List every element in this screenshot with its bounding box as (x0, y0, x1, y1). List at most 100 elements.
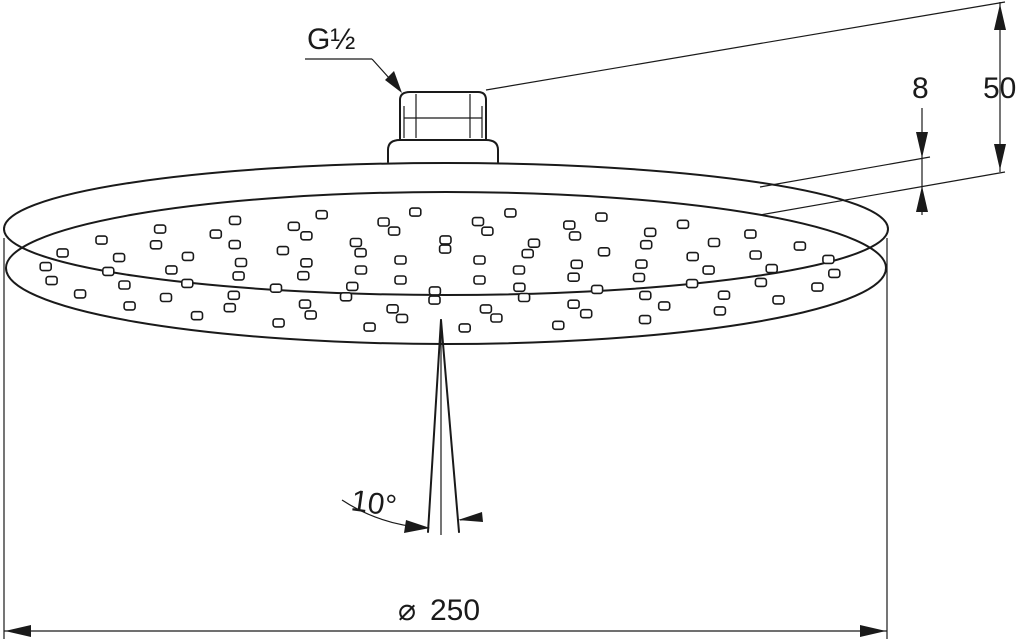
overall-height-label: 50 (983, 72, 1016, 105)
nozzle (272, 318, 285, 328)
nozzle (181, 251, 195, 262)
nozzle (479, 304, 493, 314)
spray-plate (5, 191, 887, 345)
nozzle (45, 275, 58, 286)
nozzle (570, 259, 584, 270)
nozzle (635, 259, 648, 269)
nozzle (377, 217, 390, 227)
nozzle (56, 248, 69, 258)
nozzle (190, 310, 204, 321)
nozzle (300, 257, 313, 268)
nozzle (439, 235, 452, 245)
nozzle (822, 254, 835, 265)
overall-height-dimension: 50 (485, 1, 1016, 216)
nozzle (395, 313, 409, 324)
nozzle (118, 280, 131, 290)
nozzle (590, 284, 604, 295)
nozzle (481, 226, 494, 236)
nozzle (686, 251, 700, 262)
nozzle (512, 265, 526, 275)
nozzle (643, 227, 657, 238)
nozzle (517, 292, 531, 303)
nozzle (123, 301, 136, 311)
nozzle (772, 295, 785, 305)
nozzle (102, 266, 115, 277)
nozzle (504, 208, 517, 218)
nozzle (394, 275, 407, 285)
nozzle (597, 247, 611, 257)
diameter-dimension: ⌀ 250 (4, 594, 887, 637)
nozzle (567, 272, 580, 283)
nozzle (269, 283, 283, 294)
connector-height-dimension: 8 (759, 72, 931, 215)
diameter-symbol: ⌀ (398, 594, 416, 627)
nozzle (632, 272, 646, 283)
nozzle (234, 257, 248, 268)
nozzle (339, 291, 353, 302)
nozzle (408, 207, 422, 217)
spray-angle-label: 10° (349, 484, 399, 523)
nozzle (394, 255, 407, 265)
nozzle (228, 215, 242, 226)
nozzle (232, 271, 245, 281)
nozzle (490, 313, 503, 323)
nozzle-group (39, 207, 841, 333)
nozzle (315, 209, 329, 220)
nozzle (387, 226, 401, 236)
spray-angle-dimension: 10° (341, 484, 483, 533)
nozzle (349, 237, 363, 248)
nozzle (639, 239, 653, 250)
nozzle (568, 231, 582, 241)
nozzle (562, 220, 576, 230)
nozzle (717, 290, 731, 301)
nozzle (95, 235, 108, 245)
nozzle (713, 306, 727, 316)
nozzle (228, 239, 241, 250)
nozzle (153, 224, 167, 234)
nozzle (181, 278, 194, 289)
nozzle (458, 323, 472, 333)
nozzle (300, 231, 313, 241)
nozzle (657, 301, 671, 311)
nozzle (227, 290, 241, 301)
nozzle (298, 299, 312, 309)
nozzle (304, 310, 318, 320)
nozzle (473, 275, 486, 285)
nozzle (579, 308, 593, 319)
diameter-value: 250 (430, 594, 480, 627)
nozzle (676, 219, 690, 230)
nozzle (223, 302, 237, 313)
nozzle (754, 277, 768, 288)
shower-head-body (3, 162, 889, 345)
nozzle (551, 320, 565, 331)
nozzle (765, 263, 779, 274)
nozzle (521, 248, 535, 259)
nozzle (296, 270, 310, 281)
nozzle (685, 278, 699, 289)
nozzle (345, 281, 359, 292)
nozzle (567, 299, 580, 310)
spray-cone (427, 319, 460, 535)
nozzle (811, 282, 824, 292)
nozzle (749, 250, 762, 260)
nozzle (527, 238, 541, 248)
nozzle (473, 255, 486, 265)
nozzle (744, 229, 757, 239)
nozzle (428, 286, 442, 296)
nozzle (471, 216, 485, 227)
nozzle (363, 322, 376, 332)
nozzle (149, 240, 163, 250)
nozzle (73, 289, 87, 299)
nozzle (209, 229, 223, 239)
connector-nut (387, 91, 499, 163)
thread-arrow (385, 71, 402, 93)
thread-label: G½ (307, 23, 355, 56)
nozzle (165, 265, 178, 275)
thread-callout: G½ (305, 23, 402, 93)
nozzle (707, 237, 721, 248)
nozzle (287, 221, 301, 232)
nozzle (354, 265, 368, 275)
nozzle (638, 290, 652, 301)
nozzle (428, 295, 441, 305)
